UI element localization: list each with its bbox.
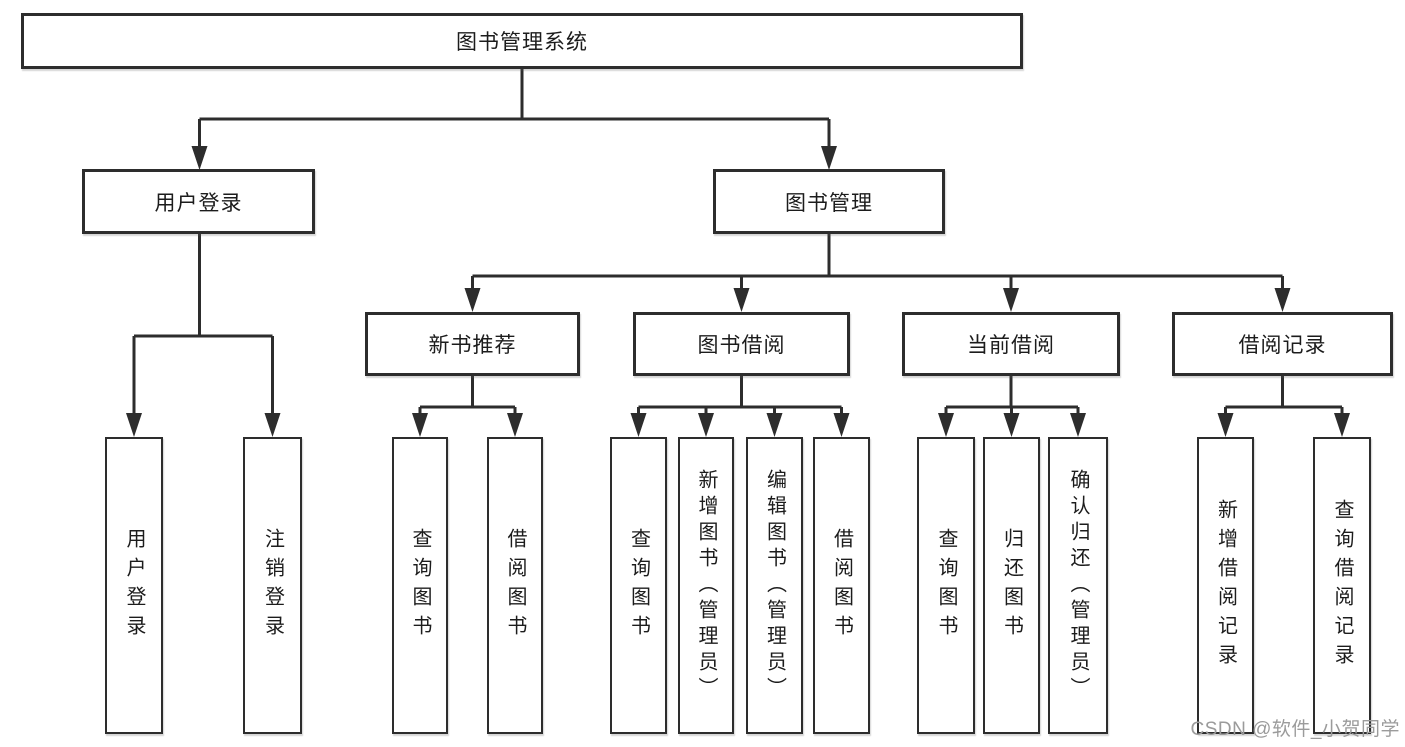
leaf-query-books-2: 查询图书 xyxy=(610,437,667,734)
leaf-query-borrow-record: 查询借阅记录 xyxy=(1313,437,1371,734)
leaf-query-books-1-label: 查询图书 xyxy=(409,527,431,644)
leaf-borrow-books-1-label: 借阅图书 xyxy=(504,527,526,644)
leaf-edit-books-admin: 编辑图书（管理员） xyxy=(746,437,803,734)
leaf-borrow-books-1: 借阅图书 xyxy=(487,437,543,734)
leaf-add-borrow-record: 新增借阅记录 xyxy=(1197,437,1254,734)
leaf-logout-label: 注销登录 xyxy=(261,527,284,644)
leaf-query-books-3-label: 查询图书 xyxy=(935,527,957,644)
node-book-management-branch: 图书管理 xyxy=(713,169,945,234)
leaf-user-login: 用户登录 xyxy=(105,437,163,734)
connector-paths xyxy=(132,69,1344,418)
leaf-logout: 注销登录 xyxy=(243,437,302,734)
node-book-borrowing: 图书借阅 xyxy=(633,312,850,376)
leaf-borrow-books-2: 借阅图书 xyxy=(813,437,870,734)
csdn-watermark: CSDN @软件_小贺同学 xyxy=(1190,719,1400,740)
leaf-add-books-admin-label: 新增图书（管理员） xyxy=(695,468,717,703)
leaf-return-books-label: 归还图书 xyxy=(1000,527,1023,644)
arrowheads xyxy=(126,146,1350,437)
node-user-login-branch: 用户登录 xyxy=(82,169,315,234)
node-library-management-system: 图书管理系统 xyxy=(21,13,1023,69)
leaf-query-books-1: 查询图书 xyxy=(392,437,448,734)
leaf-query-books-2-label: 查询图书 xyxy=(627,527,650,644)
node-borrowing-records: 借阅记录 xyxy=(1172,312,1393,376)
leaf-user-login-label: 用户登录 xyxy=(123,527,145,644)
leaf-add-borrow-record-label: 新增借阅记录 xyxy=(1214,498,1237,673)
leaf-borrow-books-2-label: 借阅图书 xyxy=(830,527,853,644)
node-current-borrowing: 当前借阅 xyxy=(902,312,1120,376)
leaf-confirm-return-admin-label: 确认归还（管理员） xyxy=(1067,468,1089,703)
leaf-query-borrow-record-label: 查询借阅记录 xyxy=(1331,498,1353,673)
leaf-confirm-return-admin: 确认归还（管理员） xyxy=(1048,437,1108,734)
node-new-book-recommendation: 新书推荐 xyxy=(365,312,580,376)
leaf-return-books: 归还图书 xyxy=(983,437,1040,734)
leaf-query-books-3: 查询图书 xyxy=(917,437,975,734)
leaf-add-books-admin: 新增图书（管理员） xyxy=(678,437,734,734)
leaf-edit-books-admin-label: 编辑图书（管理员） xyxy=(763,468,786,703)
